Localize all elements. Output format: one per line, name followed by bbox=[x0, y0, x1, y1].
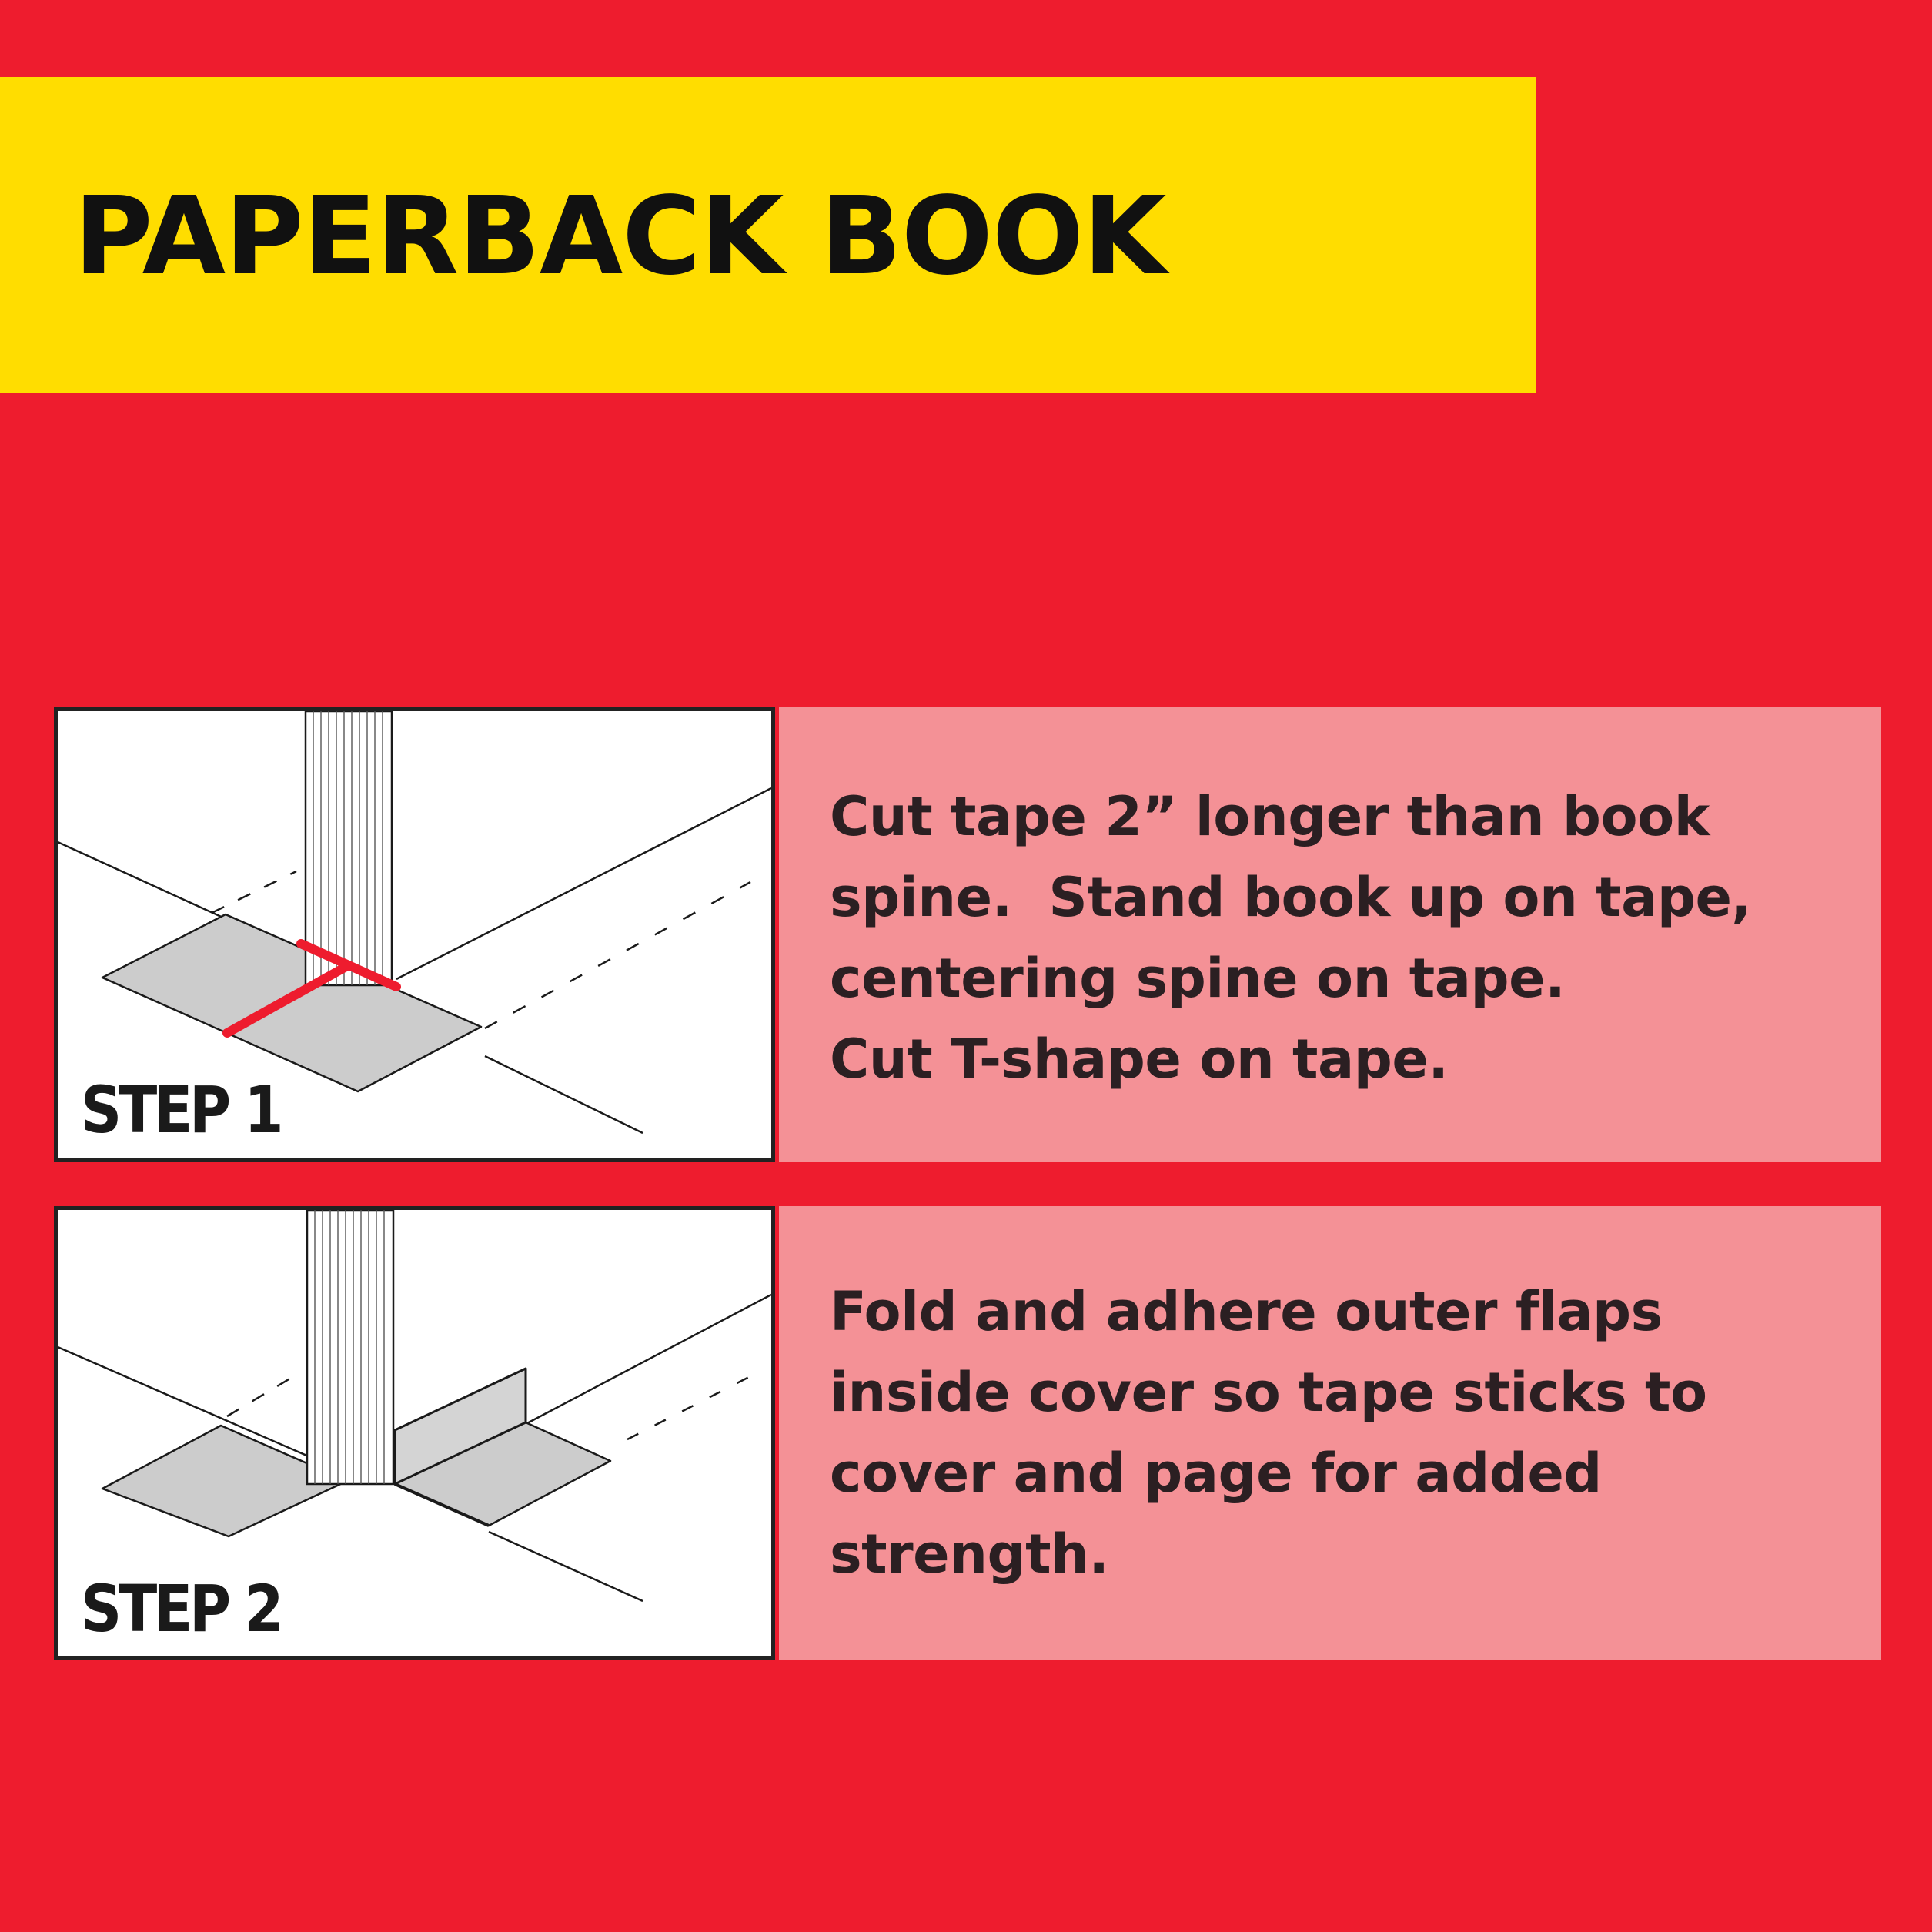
step-2-line-2: inside cover so tape sticks to bbox=[830, 1361, 1707, 1424]
page-title: PAPERBACK BOOK bbox=[74, 174, 1166, 299]
step-1-illustration: STEP 1 bbox=[54, 707, 775, 1162]
book-on-tape-t-cut-illustration-icon bbox=[58, 711, 771, 1135]
step-1: STEP 1 Cut tape 2” longer than book spin… bbox=[54, 707, 1881, 1162]
step-2-illustration: STEP 2 bbox=[54, 1206, 775, 1660]
step-2-text-panel: Fold and adhere outer flaps inside cover… bbox=[779, 1206, 1881, 1660]
step-1-line-1: Cut tape 2” longer than book bbox=[830, 785, 1710, 848]
step-1-text-panel: Cut tape 2” longer than book spine. Stan… bbox=[779, 707, 1881, 1162]
step-1-line-3: centering spine on tape. bbox=[830, 947, 1566, 1010]
step-2-line-4: strength. bbox=[830, 1523, 1109, 1586]
step-2-line-1: Fold and adhere outer flaps bbox=[830, 1280, 1663, 1343]
step-1-label: STEP 1 bbox=[81, 1072, 284, 1148]
step-2-instructions: Fold and adhere outer flaps inside cover… bbox=[830, 1272, 1707, 1595]
step-1-line-2: spine. Stand book up on tape, bbox=[830, 866, 1752, 929]
step-2-label: STEP 2 bbox=[81, 1571, 284, 1646]
title-banner bbox=[0, 77, 1536, 393]
step-2: STEP 2 Fold and adhere outer flaps insid… bbox=[54, 1206, 1881, 1660]
step-1-instructions: Cut tape 2” longer than book spine. Stan… bbox=[830, 777, 1752, 1100]
book-folded-flaps-illustration-icon bbox=[58, 1210, 771, 1603]
step-1-line-4: Cut T-shape on tape. bbox=[830, 1028, 1449, 1091]
step-2-line-3: cover and page for added bbox=[830, 1442, 1602, 1505]
